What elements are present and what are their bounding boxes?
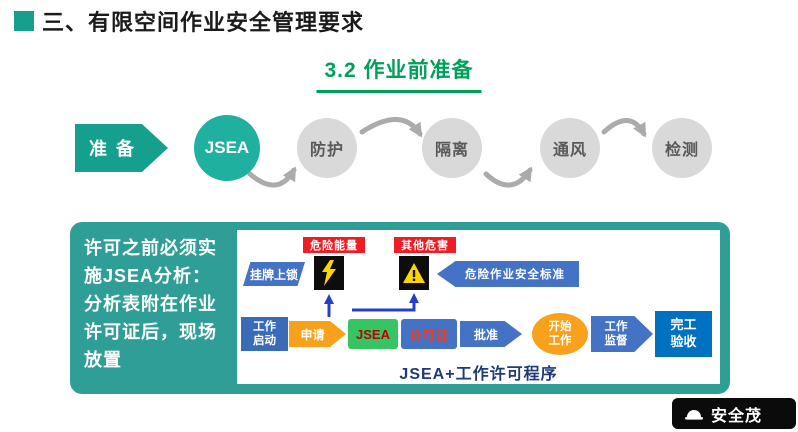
section-title: 3.2 作业前准备 (316, 54, 482, 93)
connector-arrows (324, 293, 419, 317)
curved-arrow (601, 118, 647, 138)
brand-badge: 安全茂 (672, 398, 796, 429)
flow-step-isolation: 隔离 (422, 118, 482, 178)
lockout-tagout-shape: 挂牌上锁 (243, 262, 305, 286)
curved-arrow (247, 166, 297, 188)
process-acceptance: 完工 验收 (655, 311, 712, 357)
slide-title: 三、有限空间作业安全管理要求 (42, 10, 365, 35)
safety-helmet-icon (685, 409, 703, 420)
note-line: 施JSEA分析： (84, 266, 212, 286)
flow-step-detection: 检测 (652, 118, 712, 178)
flow-step-jsea: JSEA (194, 115, 260, 181)
process-permit: 许可证 (401, 319, 457, 349)
jsea-note: 许可之前必须实 施JSEA分析： 分析表附在作业 许可证后，现场 放置 (84, 234, 236, 374)
flowchart-board (237, 230, 720, 384)
process-work-start: 工作 启动 (241, 317, 288, 351)
flow-arrows (247, 117, 647, 188)
note-line: 许可之前必须实 (84, 238, 217, 258)
note-line: 分析表附在作业 (84, 294, 217, 314)
curved-arrow (483, 166, 533, 188)
hazard-standard-arrow: 危险作业安全标准 (437, 261, 579, 287)
note-line: 放置 (84, 350, 122, 370)
hazard-energy-box (314, 256, 344, 290)
lightning-icon (322, 260, 336, 286)
warning-icon (403, 263, 425, 283)
note-line: 许可证后，现场 (84, 322, 217, 342)
flow-start-label: 准 备 (89, 139, 137, 159)
title-bullet-icon (14, 11, 34, 31)
brand-name: 安全茂 (711, 407, 763, 425)
other-hazard-box (399, 256, 429, 290)
hazard-label-other: 其他危害 (394, 237, 456, 253)
flow-step-protection: 防护 (297, 118, 357, 178)
flowchart-caption: JSEA+工作许可程序 (399, 366, 558, 383)
elbow-arrow (352, 293, 419, 312)
hazard-label-energy: 危险能量 (303, 237, 365, 253)
flow-step-ventilation: 通风 (540, 118, 600, 178)
curved-arrow (359, 117, 423, 138)
process-start-work: 开始 工作 (532, 313, 588, 355)
process-jsea: JSEA (348, 319, 398, 349)
